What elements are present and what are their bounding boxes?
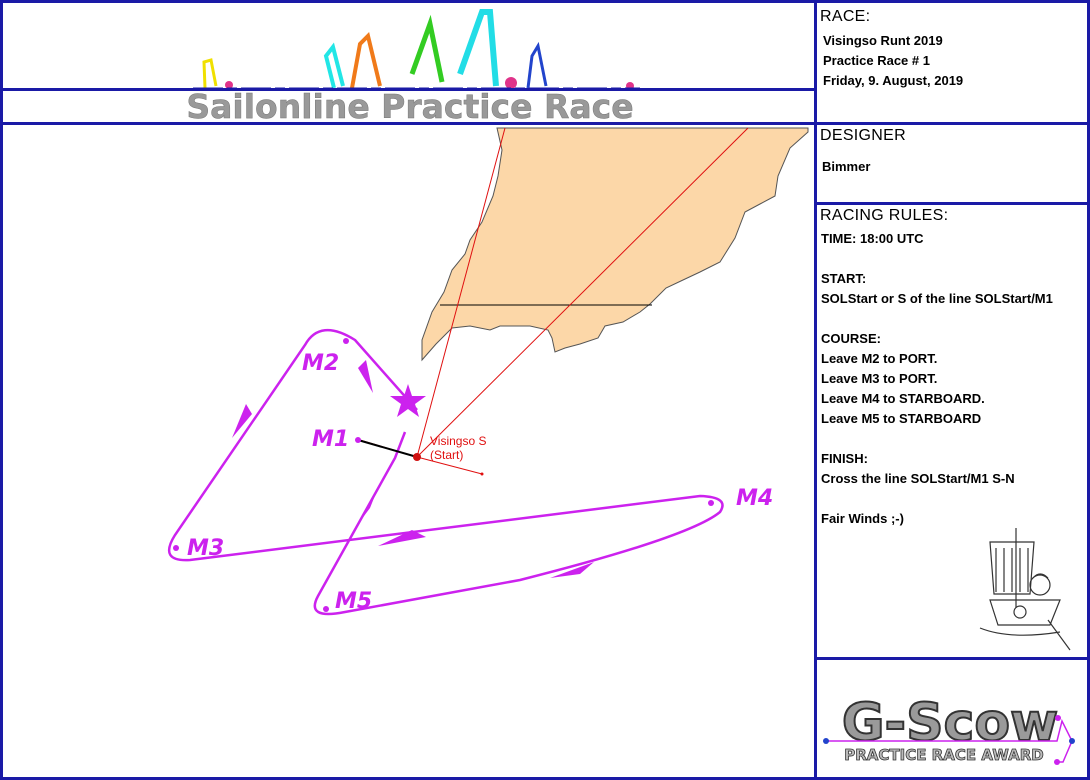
mark-m4-label: M4 [736, 486, 773, 511]
race-details: Visingso Runt 2019 Practice Race # 1 Fri… [823, 31, 963, 91]
sail-green-icon [409, 14, 445, 83]
buoy-dot-icon [225, 81, 233, 89]
race-name: Visingso Runt 2019 [823, 33, 943, 48]
designer-bottom-line [815, 202, 1090, 205]
designer-name: Bimmer [822, 159, 871, 174]
rule-line: START: [821, 271, 867, 286]
start-point [413, 453, 421, 461]
rules-list: TIME: 18:00 UTC START: SOLStart or S of … [821, 229, 1053, 529]
arrow-icon [355, 488, 378, 528]
award-route-icon [823, 715, 1075, 765]
sail-cyan-small-icon [323, 42, 345, 89]
mark-m2-dot [343, 338, 349, 344]
rule-line: FINISH: [821, 451, 868, 466]
mark-m1-dot [355, 437, 361, 443]
sail-orange-icon [350, 32, 382, 89]
race-heading: RACE: [820, 8, 871, 25]
mark-m3-dot [173, 545, 179, 551]
rule-line: Leave M3 to PORT. [821, 371, 938, 386]
sail-blue-icon [526, 41, 548, 89]
rule-line [821, 489, 1053, 509]
sail-cyan-large-icon [457, 9, 499, 87]
race-date: Friday, 9. August, 2019 [823, 73, 964, 88]
sailor-cartoon-icon [979, 528, 1071, 651]
map-frame [0, 0, 817, 780]
rule-line [821, 309, 1053, 329]
award-title: G-Scow [842, 693, 1058, 753]
rules-heading: RACING RULES: [820, 207, 949, 224]
mark-m3-label: M3 [187, 536, 224, 561]
buoy-dot-icon [505, 77, 517, 89]
rule-line: Fair Winds ;-) [821, 511, 904, 526]
race-number: Practice Race # 1 [823, 53, 930, 68]
designer-heading: DESIGNER [820, 127, 906, 144]
banner-underline [0, 88, 815, 91]
arrow-icon [378, 530, 426, 546]
start-line-m1 [357, 439, 418, 458]
arrow-icon [550, 562, 594, 578]
course-route [167, 328, 724, 616]
arrow-icon [232, 404, 252, 438]
arrow-icon [358, 360, 373, 393]
rules-bottom-line [815, 657, 1090, 660]
rule-line: Cross the line SOLStart/M1 S-N [821, 471, 1015, 486]
start-star-icon [390, 384, 426, 417]
mark-m2-label: M2 [302, 351, 339, 376]
mark-m1-label: M1 [312, 427, 349, 452]
sail-yellow-icon [202, 58, 218, 89]
mark-m5-label: M5 [335, 589, 372, 614]
start-name-label: Visingso S [430, 434, 486, 448]
rule-line: Leave M2 to PORT. [821, 351, 938, 366]
banner-bottom-line [0, 122, 1090, 125]
rule-line: TIME: 18:00 UTC [821, 231, 924, 246]
award-subtitle: PRACTICE RACE AWARD [844, 746, 1044, 764]
rule-line: COURSE: [821, 331, 881, 346]
rule-line [821, 429, 1053, 449]
rule-line [821, 249, 1053, 269]
rule-line: Leave M4 to STARBOARD. [821, 391, 985, 406]
start-note-label: (Start) [430, 448, 463, 462]
course-arrows [232, 360, 594, 578]
island-land [421, 127, 809, 362]
mark-m5-dot [323, 606, 329, 612]
rule-line: Leave M5 to STARBOARD [821, 411, 982, 426]
mark-m4-dot [708, 500, 714, 506]
rule-line: SOLStart or S of the line SOLStart/M1 [821, 291, 1053, 306]
banner-title: Sailonline Practice Race [186, 87, 633, 126]
